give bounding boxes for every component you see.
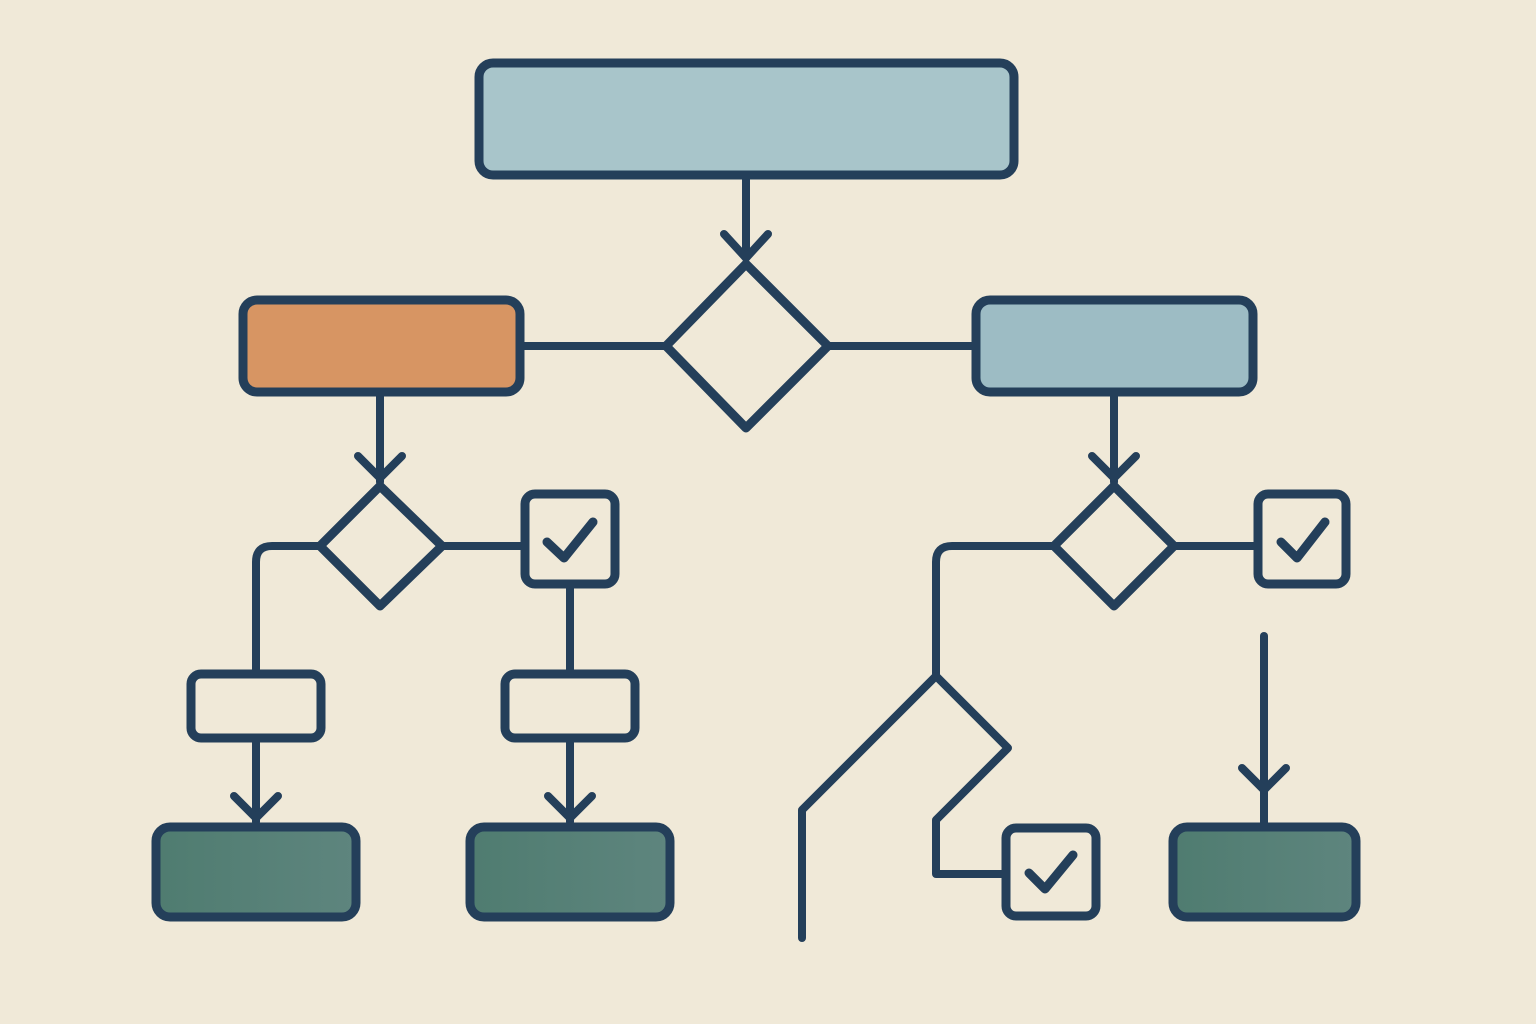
- main-decision-diamond: [661, 259, 833, 433]
- connector-branch-left-line: [798, 672, 940, 942]
- connector-small-left-to-green: [230, 734, 282, 826]
- left-orange-box: [238, 295, 525, 397]
- green-box-2: [465, 822, 675, 922]
- connector-top-to-main-decision: [720, 171, 772, 262]
- right-blue-box: [971, 295, 1258, 397]
- connector-arrow-to-green-3: [1238, 632, 1290, 828]
- bottom-check-box: [1001, 823, 1101, 921]
- connector-small-center-to-green: [544, 734, 596, 826]
- top-process-box: [474, 58, 1019, 180]
- connector-orange-to-left-decision: [354, 388, 406, 486]
- connector-right-decision-branch: [932, 542, 1058, 680]
- right-decision-diamond: [1049, 481, 1179, 611]
- small-box-left: [186, 669, 326, 743]
- small-box-center: [500, 669, 640, 743]
- checkmark-icon: [1276, 517, 1330, 563]
- connector-branch-right-line: [932, 672, 1012, 878]
- green-box-3: [1168, 822, 1361, 922]
- checkmark-icon: [542, 517, 598, 563]
- left-check-box: [520, 489, 620, 589]
- green-box-1: [151, 822, 361, 922]
- connector-left-decision-to-small-box: [252, 542, 324, 678]
- left-decision-diamond: [315, 481, 447, 611]
- checkmark-icon: [1024, 850, 1078, 894]
- connector-blue-to-right-decision: [1088, 388, 1140, 486]
- right-check-box: [1253, 489, 1351, 589]
